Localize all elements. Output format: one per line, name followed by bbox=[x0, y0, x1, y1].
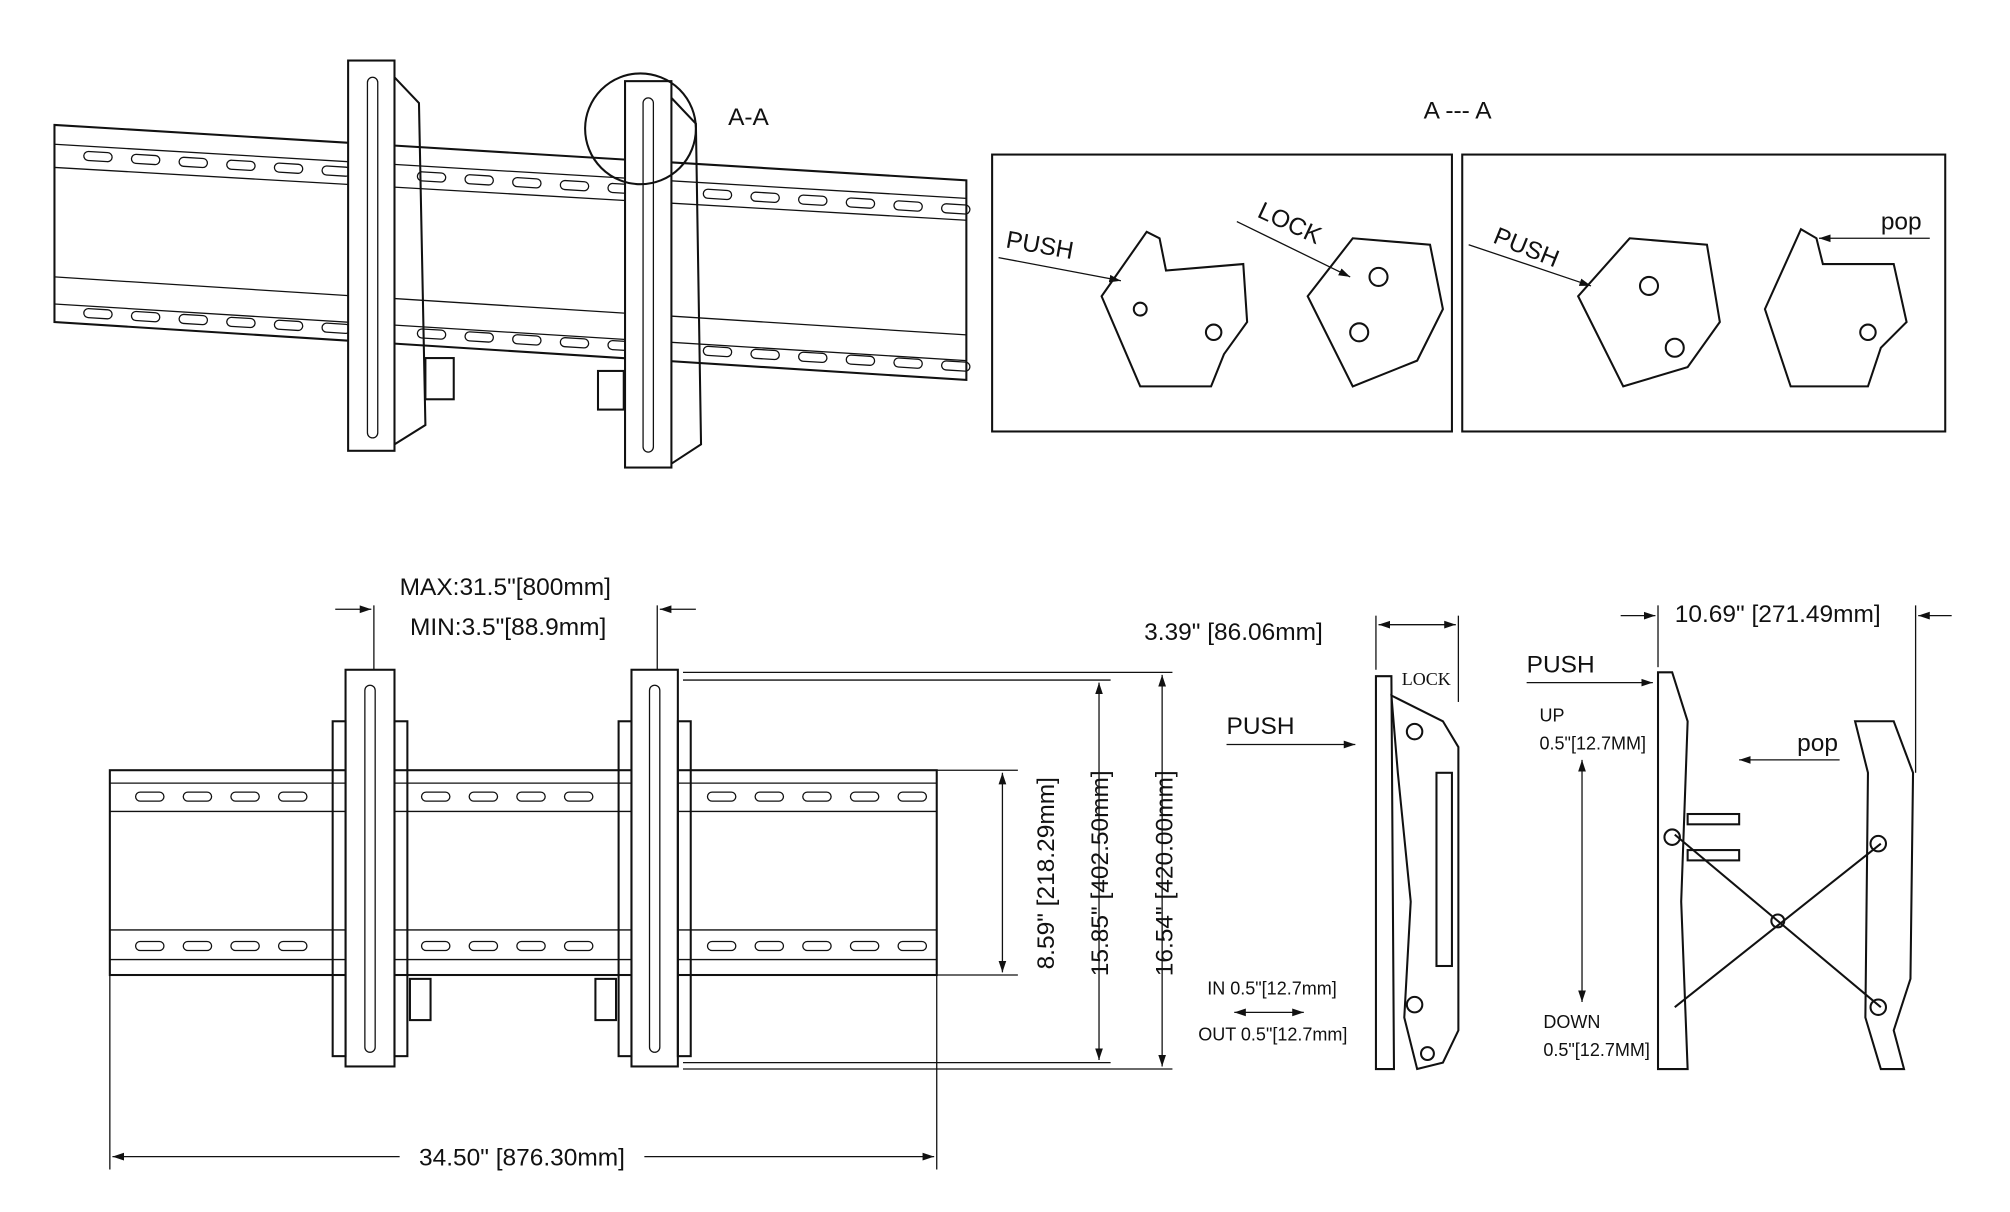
section-panel-lock bbox=[991, 153, 1453, 433]
rail-slot bbox=[563, 940, 594, 952]
rail-slot bbox=[559, 179, 590, 192]
rail-slot bbox=[277, 940, 308, 952]
rail-slot bbox=[750, 191, 780, 204]
rail-slot bbox=[802, 940, 832, 952]
rail-slot bbox=[134, 940, 165, 952]
total-width-label: 34.50" [876.30mm] bbox=[419, 1145, 625, 1172]
rail-slot bbox=[130, 153, 161, 166]
rail-slot bbox=[849, 940, 880, 952]
rail-slot bbox=[706, 940, 737, 952]
rail-slot bbox=[130, 310, 161, 323]
front-view: MAX:31.5"[800mm] MIN:3.5"[88.9mm] 8.59" … bbox=[108, 574, 1178, 1172]
front-bracket-left bbox=[331, 668, 432, 1068]
section-a-a: A --- A PUSH LOCK PUSH pop bbox=[991, 97, 1947, 433]
pop-label-extended: pop bbox=[1797, 730, 1838, 757]
rail-slot bbox=[273, 319, 304, 332]
rail-slot bbox=[420, 791, 451, 802]
rail-slot bbox=[797, 351, 828, 364]
in-adjust-label: IN 0.5"[12.7mm] bbox=[1207, 978, 1337, 998]
section-panel-release bbox=[1461, 153, 1947, 433]
up-value-label: 0.5"[12.7MM] bbox=[1540, 734, 1647, 754]
rail-slot bbox=[468, 791, 499, 802]
side-view-locked: 3.39" [86.06mm] LOCK PUSH IN 0.5"[12.7mm… bbox=[1144, 615, 1460, 1071]
travel-height-label: 15.85" [402.50mm] bbox=[1087, 770, 1114, 976]
rail-slot bbox=[416, 171, 447, 183]
rail-slot bbox=[940, 203, 971, 215]
rail-slot bbox=[940, 360, 971, 372]
rail-slot bbox=[849, 791, 880, 802]
min-spacing-label: MIN:3.5"[88.9mm] bbox=[410, 614, 606, 641]
rail-slot bbox=[754, 791, 785, 802]
rail-slot bbox=[512, 176, 542, 189]
rail-slot bbox=[230, 940, 260, 952]
section-title: A --- A bbox=[1424, 97, 1493, 124]
extended-depth-label: 10.69" [271.49mm] bbox=[1675, 601, 1881, 628]
rail-slot bbox=[226, 316, 256, 329]
push-label-side: PUSH bbox=[1227, 713, 1295, 740]
rail-slot bbox=[226, 159, 256, 172]
isometric-mount-view: A-A bbox=[53, 59, 971, 469]
detail-circle-a bbox=[584, 72, 697, 186]
rail-slot bbox=[516, 940, 546, 952]
down-label: DOWN bbox=[1543, 1012, 1600, 1032]
push-label-lock-panel: PUSH bbox=[1004, 227, 1076, 265]
rail-slot bbox=[464, 331, 494, 343]
rail-slot bbox=[277, 791, 308, 802]
rail-slot bbox=[750, 348, 780, 361]
rail-slot bbox=[702, 345, 733, 358]
lock-label: LOCK bbox=[1254, 197, 1326, 250]
rail-slot bbox=[559, 337, 590, 349]
rail-slot bbox=[563, 791, 594, 802]
front-rail-slots bbox=[134, 791, 928, 952]
rail-slot bbox=[273, 162, 304, 174]
rail-slot bbox=[797, 194, 828, 206]
rail-slot bbox=[182, 940, 213, 952]
rail-slot bbox=[845, 197, 876, 209]
rail-slot bbox=[754, 940, 785, 952]
rail-height-label: 8.59" [218.29mm] bbox=[1033, 777, 1060, 969]
pop-label-section: pop bbox=[1881, 208, 1922, 235]
rail-slot bbox=[516, 791, 546, 802]
rail-slot bbox=[893, 357, 923, 369]
detail-marker-label: A-A bbox=[728, 104, 769, 131]
rail-slot bbox=[178, 156, 209, 169]
rail-slot bbox=[802, 791, 832, 802]
rail-slot bbox=[897, 940, 928, 952]
vertical-bracket-left bbox=[347, 59, 455, 452]
rail-slot bbox=[702, 188, 733, 201]
down-value-label: 0.5"[12.7MM] bbox=[1543, 1040, 1650, 1060]
rail-slot bbox=[897, 791, 928, 802]
rail-slot bbox=[416, 328, 447, 340]
rail-slot bbox=[134, 791, 165, 802]
rail-slot bbox=[706, 791, 737, 802]
rail-slot bbox=[464, 174, 494, 186]
rail-slot bbox=[845, 354, 876, 366]
locked-depth-label: 3.39" [86.06mm] bbox=[1144, 619, 1323, 646]
side-view-extended: 10.69" [271.49mm] PUSH UP 0.5"[12.7MM] p… bbox=[1526, 601, 1952, 1071]
up-label: UP bbox=[1540, 705, 1565, 725]
rail-slot bbox=[893, 200, 923, 212]
wall-rail bbox=[53, 123, 968, 382]
push-label-extended: PUSH bbox=[1527, 651, 1595, 678]
rail-slot bbox=[182, 791, 213, 802]
lock-label-side: LOCK bbox=[1402, 669, 1451, 689]
rail-slot bbox=[83, 150, 113, 163]
rail-slot bbox=[83, 307, 113, 320]
vertical-bracket-right bbox=[596, 80, 703, 469]
rail-slot bbox=[230, 791, 260, 802]
bracket-height-label: 16.54" [420.00mm] bbox=[1151, 770, 1178, 976]
rail-slot bbox=[468, 940, 499, 952]
out-adjust-label: OUT 0.5"[12.7mm] bbox=[1198, 1025, 1347, 1045]
push-label-release-panel: PUSH bbox=[1490, 223, 1563, 274]
rail-slot bbox=[178, 313, 209, 326]
rail-slot bbox=[420, 940, 451, 952]
front-bracket-right bbox=[594, 668, 692, 1068]
max-spacing-label: MAX:31.5"[800mm] bbox=[400, 574, 611, 601]
rail-slot bbox=[512, 334, 542, 346]
